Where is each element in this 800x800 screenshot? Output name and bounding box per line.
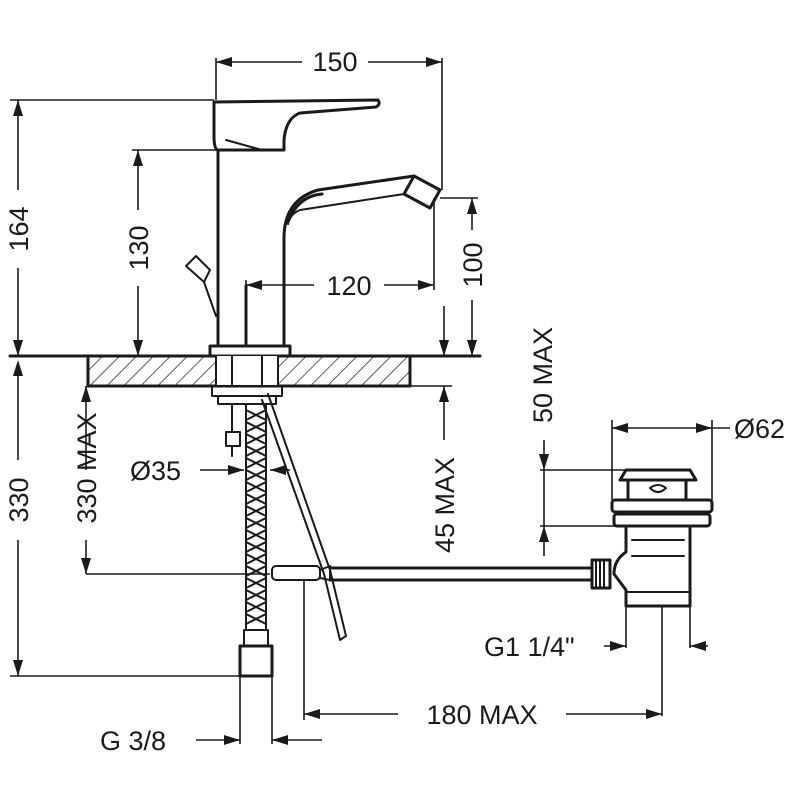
dim-62-label: Ø62 — [734, 414, 785, 444]
dim-164-label: 164 — [4, 206, 34, 251]
dim-120-label: 120 — [326, 271, 371, 301]
dimension-lines — [10, 57, 730, 745]
dimension-labels: 150 164 130 120 100 50 MAX Ø62 330 MAX 3… — [4, 47, 785, 756]
dim-g38-label: G 3/8 — [100, 726, 166, 756]
dim-50max-label: 50 MAX — [528, 327, 558, 423]
dim-150-label: 150 — [312, 47, 357, 77]
deck-section — [8, 354, 482, 405]
pop-up-rod — [261, 393, 347, 641]
dim-130-label: 130 — [124, 225, 154, 270]
dim-180max-label: 180 MAX — [426, 700, 537, 730]
waste-assembly — [328, 468, 714, 608]
dim-100-label: 100 — [458, 242, 488, 287]
lever-handle — [212, 98, 381, 152]
mixer-body — [185, 98, 442, 358]
dim-g114-label: G1 1/4" — [484, 632, 575, 662]
dim-330max-label: 330 MAX — [72, 412, 102, 523]
spout — [244, 174, 442, 348]
diverter-knob — [185, 255, 217, 317]
dim-35-label: Ø35 — [130, 456, 181, 486]
flexible-hose — [225, 403, 274, 678]
dim-330-label: 330 — [4, 477, 34, 522]
dim-45max-label: 45 MAX — [430, 457, 460, 553]
